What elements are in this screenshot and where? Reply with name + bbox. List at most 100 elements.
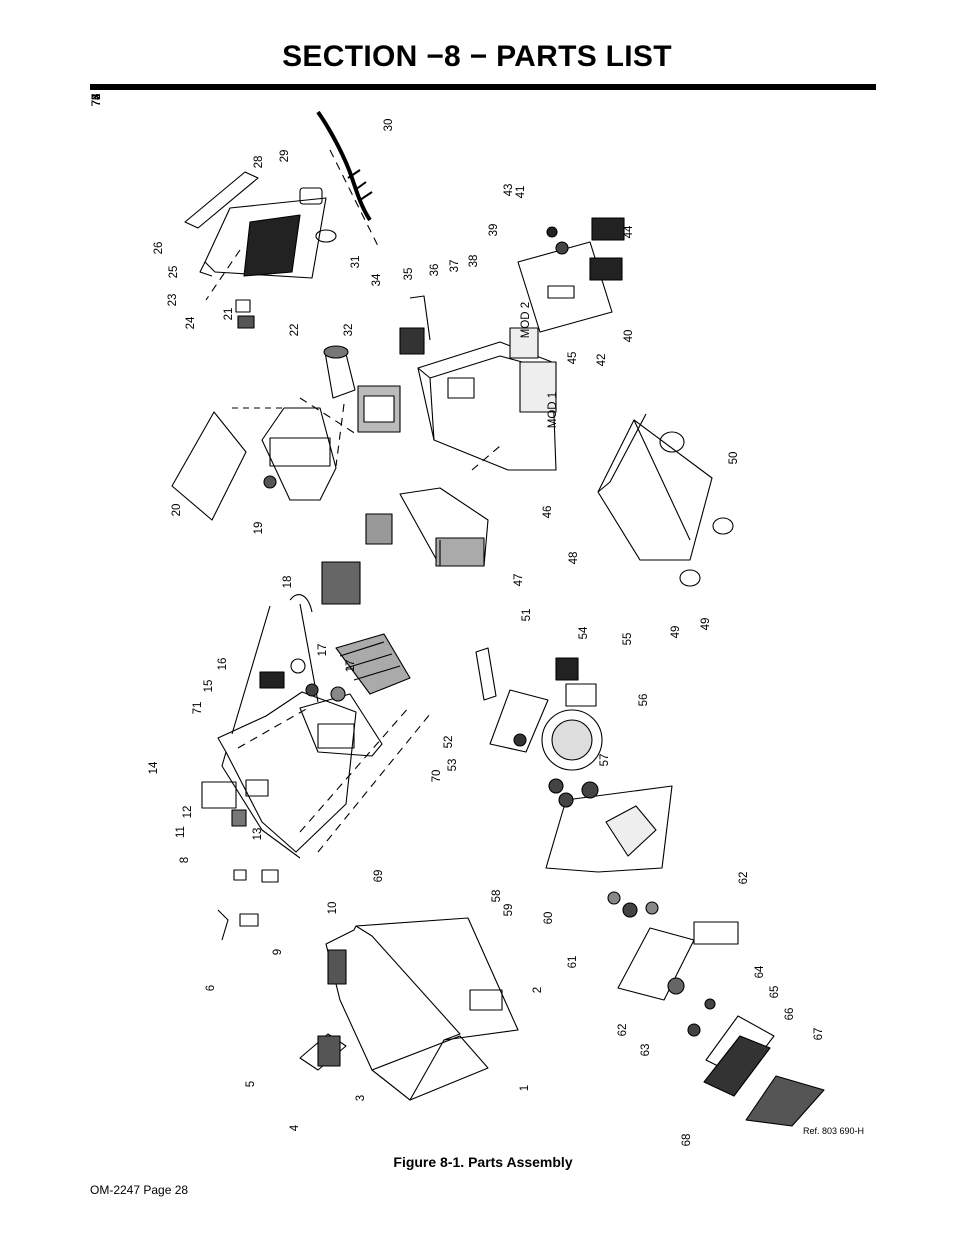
assembly-guide-lines [205,249,501,853]
callout-label: 43 [503,184,515,197]
callout-label: 46 [542,506,554,519]
hardware-parts [201,658,346,941]
callout-label: 47 [513,574,525,587]
heat-sink-part [399,487,489,567]
rectifier-part [321,561,411,695]
callout-label: 18 [282,576,294,589]
callout-label: 4 [289,1124,301,1131]
callout-label: 53 [447,759,459,772]
callout-label: 10 [327,902,339,915]
callout-label: 41 [515,186,527,199]
power-cord-part [316,110,381,251]
callout-label: 74 [91,93,103,106]
control-transformer-part [365,513,393,545]
callout-label: 11 [175,826,187,838]
side-panel-part [171,407,290,521]
callout-label: 61 [567,956,579,969]
callout-label: 62 [738,872,750,885]
callout-label: 49 [670,626,682,639]
baffle-part [299,693,383,757]
callout-label: 73 [91,94,103,107]
callout-label: 17 [317,644,329,657]
module-label: MOD 2 [520,302,532,338]
callout-label: 21 [223,308,235,321]
rear-plate-part [545,778,673,918]
callout-label: 75 [91,94,103,107]
callout-label: 14 [148,761,160,774]
callout-label: 20 [171,504,183,517]
callout-label: 1 [519,1085,531,1091]
callout-label: 60 [543,912,555,925]
callout-label: 45 [567,352,579,365]
callout-label: 30 [383,119,395,132]
front-bracket-part [261,407,337,501]
module-labels-layer: MOD 2 MOD 1 [520,302,559,428]
callout-label: 35 [403,268,415,281]
callout-label: 72 [91,94,103,107]
callout-label: 57 [599,754,611,767]
callout-label: 22 [289,324,301,337]
transformer-part [357,385,401,433]
callout-label: 13 [252,828,264,841]
capacitor-part [323,345,356,399]
callout-label: 24 [185,316,197,329]
callout-label: 3 [355,1095,367,1101]
callout-label: 40 [623,330,635,343]
page-title: SECTION −8 − PARTS LIST [282,40,672,73]
output-panel-part [617,921,739,1037]
callout-label: 17 [345,660,357,673]
callout-label: 49 [700,618,712,631]
front-handle-part [299,1033,347,1071]
callout-label: 2 [532,987,544,993]
callout-label: 62 [617,1024,629,1037]
callout-label: 52 [443,736,455,749]
callout-label: 19 [253,522,265,535]
callout-label: 23 [167,294,179,307]
callout-label: 71 [192,702,204,715]
callout-label: 39 [488,224,500,237]
figure-caption: Figure 8-1. Parts Assembly [393,1154,573,1170]
callout-label: 54 [578,626,590,639]
callout-label: 28 [253,156,265,169]
module-label: MOD 1 [547,392,559,428]
top-cover-part [184,171,327,279]
callout-label: 68 [681,1134,693,1147]
callout-label: 64 [754,965,766,978]
callout-label: 66 [784,1008,796,1021]
inductor-part [399,295,431,355]
base-pan-part [597,413,734,587]
callout-label: 76 [91,94,103,107]
callout-label: 48 [568,552,580,565]
rear-panel-parts [475,647,603,771]
strain-relief-part [299,187,337,243]
callout-label: 15 [203,680,215,693]
callout-label: 59 [503,904,515,917]
reference-number: Ref. 803 690-H [803,1126,865,1136]
callout-label: 51 [521,609,533,622]
callout-label: 50 [728,452,740,465]
callout-label: 69 [373,870,385,883]
callout-label: 63 [640,1044,652,1057]
callout-label: 9 [272,949,284,955]
callout-label: 38 [468,255,480,268]
callout-label: 12 [182,806,194,819]
callout-label: 34 [371,273,383,286]
callout-label: 42 [596,354,608,367]
center-chassis-part [417,327,557,471]
front-cover-part [703,1015,825,1127]
page-footer: OM-2247 Page 28 [90,1183,189,1197]
callout-label: 16 [217,658,229,671]
title-rule [90,84,876,90]
callout-label: 6 [205,985,217,991]
callout-label: 25 [168,266,180,279]
callout-label: 77 [91,94,103,107]
callout-label: 8 [179,857,191,863]
wrapper-part [325,917,519,1101]
callout-label: 37 [449,260,461,273]
callout-labels-layer: 1234568910111213141516171718192021222324… [91,93,825,1146]
switch-part [235,299,255,329]
callout-label: 67 [813,1028,825,1041]
callout-label: 58 [491,890,503,903]
callout-label: 26 [153,242,165,255]
